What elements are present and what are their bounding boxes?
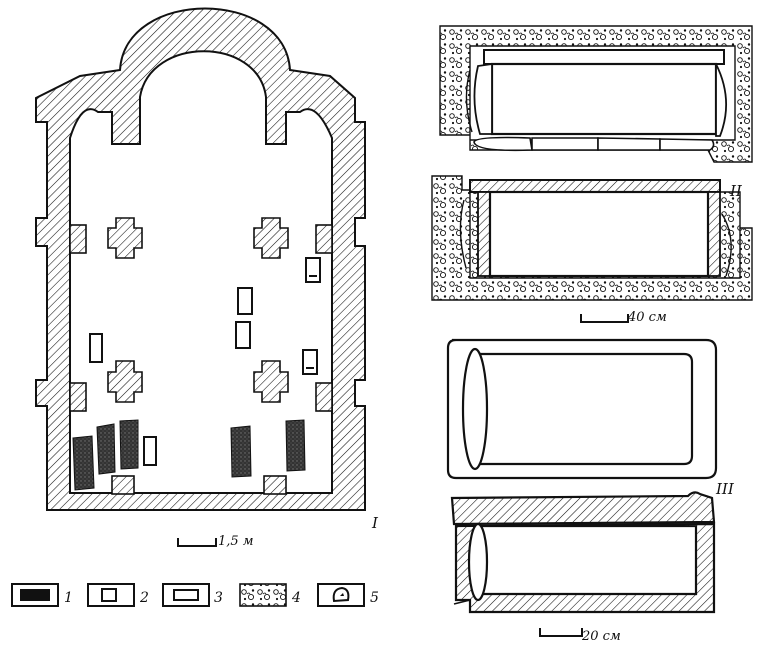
pilaster-right-2	[315, 382, 333, 412]
panel3-scale-label: 20 см	[581, 629, 621, 644]
pilaster-bottom-2	[263, 475, 287, 495]
tomb-section-lower: 40 см II	[431, 175, 753, 325]
filled-grave-icon	[20, 589, 50, 601]
pilaster-left-2	[69, 382, 87, 412]
rubble-fill-icon	[239, 583, 287, 607]
pier-bottom-right	[253, 360, 289, 403]
legend-num: 3	[214, 590, 223, 606]
panel2-scale-bar	[580, 314, 629, 323]
panel-label-3: III	[715, 480, 735, 498]
tomb-lid	[469, 179, 721, 193]
sarcophagus-section: 20 см	[450, 491, 716, 644]
grave-outline	[235, 321, 251, 349]
sarcophagus-plan: III	[446, 338, 735, 498]
sarcophagus-lid	[450, 491, 716, 526]
pilaster-bottom-1	[111, 475, 135, 495]
legend: 1 2 3 4 5	[11, 583, 379, 607]
panel-label-2: II	[729, 182, 743, 200]
grave-small	[302, 349, 318, 375]
pilaster-right-1	[315, 224, 333, 254]
pilaster-left-1	[69, 224, 87, 254]
grave-filled	[119, 419, 139, 470]
panel3-scale-bar	[539, 628, 583, 637]
grave-small	[305, 257, 321, 283]
pier-top-left	[107, 217, 143, 259]
church-plan: 1,5 м I	[35, 7, 379, 549]
panel-label-1: I	[371, 514, 379, 532]
pier-bottom-left	[107, 360, 143, 403]
empty-rectangle-icon	[173, 589, 199, 601]
plan-scale-bar	[177, 538, 217, 547]
plan-scale-label: 1,5 м	[218, 534, 254, 549]
grave-filled	[96, 423, 116, 475]
legend-item-2: 2	[87, 583, 149, 607]
grave-filled	[285, 419, 306, 472]
legend-item-4: 4	[239, 583, 301, 607]
church-walls	[35, 7, 366, 511]
legend-num: 2	[139, 590, 149, 606]
sarcophagus-body	[454, 522, 716, 614]
tomb-chamber	[490, 62, 718, 136]
legend-item-1: 1	[11, 583, 73, 607]
pier-top-right	[253, 217, 289, 259]
grave-filled	[230, 425, 252, 478]
stone-icon	[332, 586, 350, 603]
tomb-chamber	[488, 190, 710, 278]
grave-filled	[72, 435, 95, 491]
legend-item-3: 3	[162, 583, 223, 607]
grave-outline	[89, 333, 103, 363]
grave-outline	[143, 436, 157, 466]
tomb-section-upper	[439, 25, 753, 163]
sarcophagus-head	[461, 347, 489, 471]
legend-item-5: 5	[317, 583, 379, 607]
small-grave-icon	[101, 588, 117, 602]
legend-num: 4	[291, 590, 301, 606]
grave-outline	[237, 287, 253, 315]
legend-num: 5	[370, 590, 379, 606]
panel2-scale-label: 40 см	[627, 310, 667, 325]
legend-num: 1	[64, 590, 73, 606]
